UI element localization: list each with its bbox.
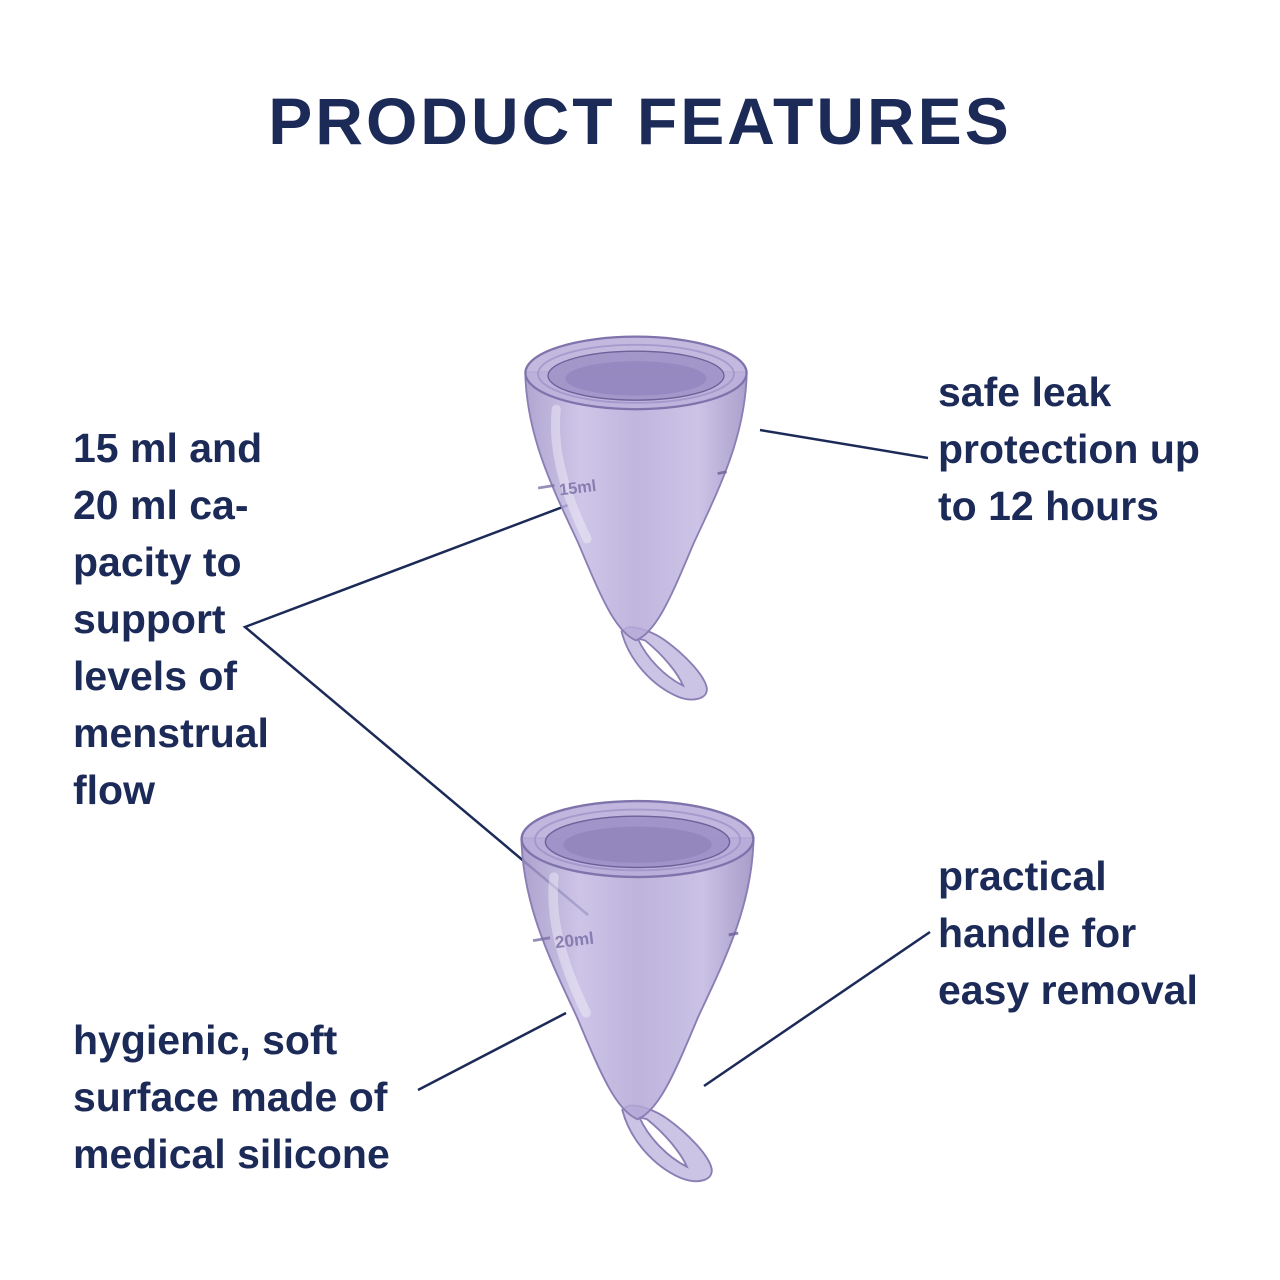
cup-handle (620, 626, 708, 701)
mold-tick (728, 931, 739, 937)
annotation-practical-handle: practical handle for easy removal (938, 853, 1198, 1013)
marking-dash (532, 936, 551, 943)
capacity-marking-label: 20ml (554, 929, 595, 953)
page-title: PRODUCT FEATURES (268, 84, 1012, 158)
callout-line-leak (759, 428, 929, 460)
marking-dash (537, 484, 555, 490)
cup-highlight (548, 872, 591, 1018)
capacity-marking-label: 15ml (558, 477, 597, 499)
cup-rim-inner-ring (537, 343, 735, 404)
cup-opening-shadow (563, 826, 712, 863)
menstrual-cup-bottom: 20ml (520, 799, 755, 1183)
cup-handle (621, 1104, 713, 1183)
cup-body (524, 371, 748, 642)
cup-body (520, 837, 755, 1121)
cup-rim-inner-ring (533, 808, 742, 872)
annotation-leak-protection: safe leak protection up to 12 hours (938, 369, 1200, 529)
annotation-capacity: 15 ml and 20 ml ca- pacity to support le… (73, 425, 269, 813)
menstrual-cup-top: 15ml (524, 335, 748, 701)
annotation-hygienic-surface: hygienic, soft surface made of medical s… (73, 1017, 390, 1177)
cup-opening-shadow (565, 361, 707, 396)
cup-highlight (550, 404, 592, 544)
mold-tick (717, 470, 727, 475)
